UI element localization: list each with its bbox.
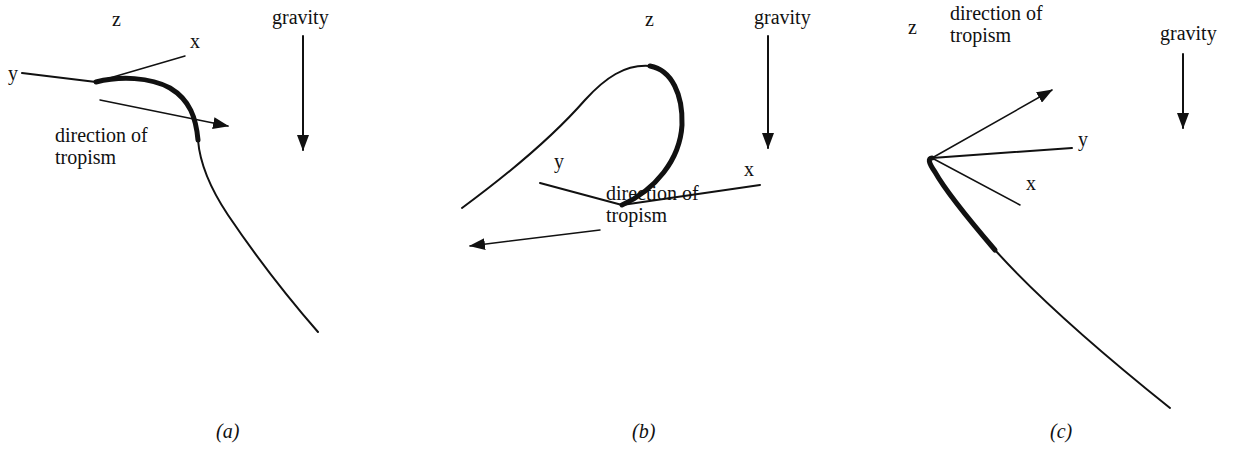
gravity-arrow <box>302 36 304 150</box>
axis-label: z <box>112 8 121 30</box>
tropism-arrow <box>100 100 228 126</box>
tropism-label: direction of tropism <box>950 2 1068 46</box>
panel-label: (a) <box>216 420 239 442</box>
x-axis <box>96 56 185 82</box>
panel-label: (b) <box>632 420 655 442</box>
gravity-arrow <box>1182 54 1184 128</box>
axis-label: z <box>645 8 654 30</box>
tropism-arrow <box>932 90 1052 158</box>
stem <box>198 140 318 332</box>
tropism-arrow <box>470 230 600 246</box>
y-axis <box>932 148 1072 158</box>
gravity-label: gravity <box>272 6 329 28</box>
gravity-label: gravity <box>754 6 811 28</box>
axis-label: x <box>190 30 200 52</box>
gravity-label: gravity <box>1160 22 1217 44</box>
axis-label: x <box>1026 172 1036 194</box>
axis-label: y <box>554 150 564 172</box>
axis-label: y <box>1078 128 1088 150</box>
tropism-label: direction of tropism <box>55 124 173 168</box>
panel-label: (c) <box>1050 420 1072 442</box>
stem <box>995 250 1170 408</box>
stem-tip <box>929 158 995 250</box>
axis-label: z <box>908 16 917 38</box>
x-axis <box>932 158 1020 205</box>
tropism-label: direction of tropism <box>606 182 724 226</box>
axis-label: x <box>744 158 754 180</box>
y-axis <box>22 73 96 82</box>
gravity-arrow <box>767 36 769 148</box>
axis-label: y <box>8 62 18 84</box>
